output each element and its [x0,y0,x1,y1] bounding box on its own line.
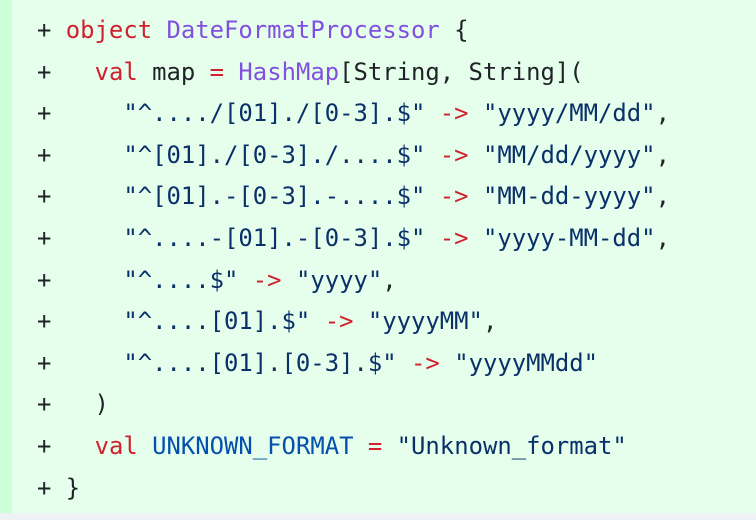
code-text: , [382,265,397,294]
code-text: , [655,140,670,169]
code-text [469,224,483,252]
string-token: "^..../[01]./[0-3].$" [123,99,426,128]
code-text: , [655,99,670,128]
code-text [152,16,166,44]
operator-token: -> [439,182,469,211]
string-token: "^....[01].$" [123,307,311,336]
code-text [138,432,152,460]
constant-token: UNKNOWN_FORMAT [152,431,354,460]
added-code-line[interactable]: + val map = HashMap[String, String]( [37,52,670,94]
string-token: "yyyyMM" [367,307,483,336]
added-code-line[interactable]: + "^..../[01]./[0-3].$" -> "yyyy/MM/dd", [37,93,670,135]
operator-token: = [209,57,225,86]
operator-token: -> [439,99,469,128]
code-text [440,349,454,377]
code-text [353,432,367,460]
code-text [425,99,439,127]
operator-token: -> [439,140,469,169]
added-code-line[interactable]: + object DateFormatProcessor { [37,10,670,52]
string-token: "Unknown_format" [396,431,627,460]
code-text [66,307,124,335]
code-text [238,266,252,294]
added-line-marker: + [37,265,52,294]
string-token: "^....-[01].-[0-3].$" [123,223,426,252]
code-text [66,58,95,86]
operator-token: -> [324,307,354,336]
added-line-marker: + [37,307,52,336]
code-text [282,266,296,294]
code-text [224,58,238,86]
added-code-line[interactable]: + ) [37,384,670,426]
added-code-line[interactable]: + "^[01]./[0-3]./....$" -> "MM/dd/yyyy", [37,135,670,177]
code-text [66,182,124,210]
code-text [469,141,483,169]
operator-token: = [367,431,383,460]
added-line-marker: + [37,473,52,502]
string-token: "yyyy" [295,265,383,294]
keyword-token: object [65,16,153,44]
added-line-marker: + [37,99,52,128]
code-text: map [137,57,210,86]
added-code-line[interactable]: + val UNKNOWN_FORMAT = "Unknown_format" [37,426,670,468]
added-line-marker: + [37,223,52,252]
code-text [66,224,124,252]
string-token: "yyyy/MM/dd" [482,99,656,128]
code-text: , [655,182,670,211]
type-name-token: DateFormatProcessor [166,16,440,44]
code-text [66,349,124,377]
added-code-line[interactable]: + "^....[01].$" -> "yyyyMM", [37,301,670,343]
added-code-line[interactable]: + "^[01].-[0-3].-....$" -> "MM-dd-yyyy", [37,176,670,218]
code-text [425,224,439,252]
added-code-line[interactable]: + "^....[01].[0-3].$" -> "yyyyMMdd" [37,343,670,385]
code-text: , [655,223,670,252]
added-line-marker: + [37,348,52,377]
code-text [66,432,95,460]
code-text [66,141,124,169]
code-text: , [482,307,498,336]
string-token: "^[01].-[0-3].-....$" [123,182,426,211]
added-line-marker: + [37,431,52,460]
operator-token: -> [439,223,469,252]
string-token: "MM/dd/yyyy" [482,140,656,169]
code-text: [String, String]( [339,57,584,86]
added-code-line[interactable]: + "^....-[01].-[0-3].$" -> "yyyy-MM-dd", [37,218,670,260]
code-text [469,182,483,210]
code-text [353,307,367,335]
added-line-marker: + [37,182,52,211]
code-text [382,432,396,460]
added-line-marker: + [37,16,52,44]
keyword-token: val [94,57,138,86]
string-token: "yyyy-MM-dd" [482,223,656,252]
operator-token: -> [252,265,282,294]
code-text [425,141,439,169]
diff-gutter [0,0,12,513]
keyword-token: val [94,431,138,460]
code-text [66,266,124,294]
code-text: ) [65,390,109,419]
added-line-marker: + [37,390,52,419]
added-code-line[interactable]: + "^....$" -> "yyyy", [37,260,670,302]
added-code-line[interactable]: + } [37,468,670,510]
code-text [66,99,124,127]
code-text [310,307,324,335]
operator-token: -> [411,348,440,377]
added-line-marker: + [37,140,52,169]
diff-bottom-border [0,513,756,520]
string-token: "MM-dd-yyyy" [482,182,656,211]
code-text: } [65,473,81,502]
code-text [469,99,483,127]
code-text: { [439,16,469,44]
type-name-token: HashMap [238,57,340,86]
string-token: "^....[01].[0-3].$" [123,348,397,377]
code-text [397,349,411,377]
string-token: "yyyyMMdd" [454,348,599,377]
added-line-marker: + [37,57,52,86]
code-text [425,182,439,210]
diff-code-block: + object DateFormatProcessor {+ val map … [37,10,670,509]
string-token: "^....$" [123,265,239,294]
string-token: "^[01]./[0-3]./....$" [123,140,426,169]
